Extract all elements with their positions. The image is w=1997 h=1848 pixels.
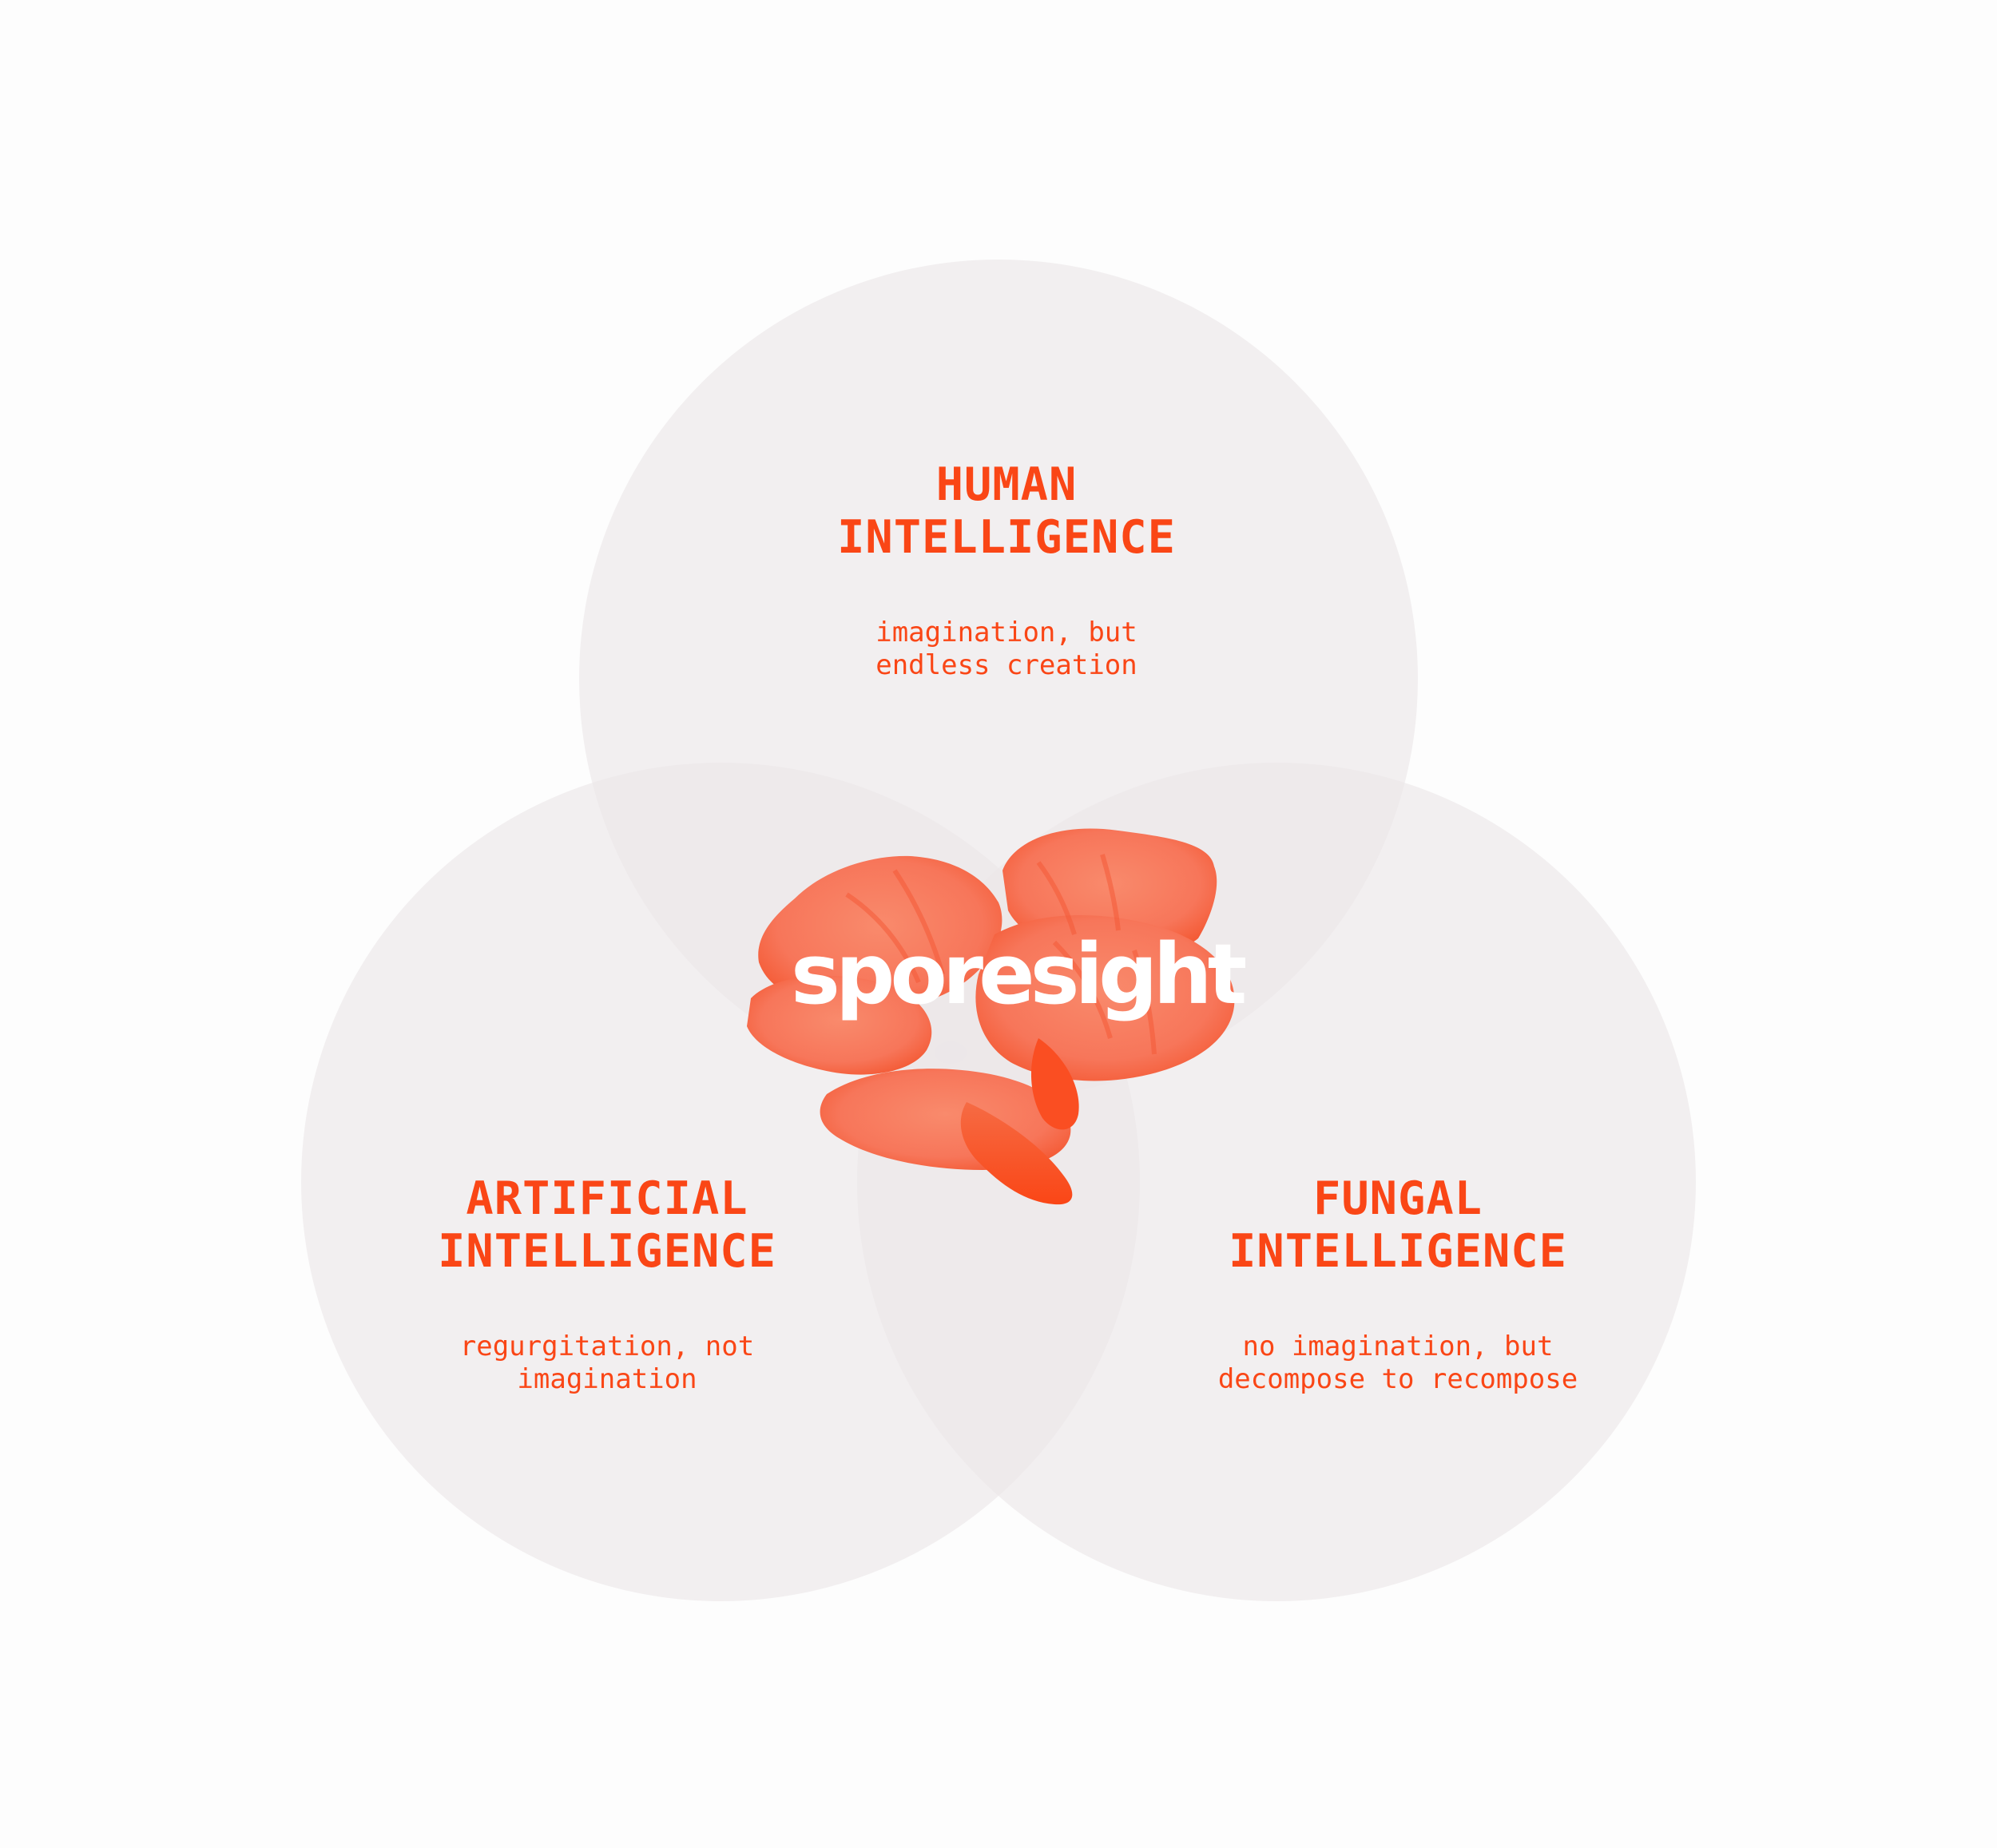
human-intelligence-title: HUMAN INTELLIGENCE (751, 458, 1262, 564)
fungal-desc-line-2: decompose to recompose (1217, 1363, 1578, 1395)
fungal-desc-line-1: no imagination, but (1242, 1330, 1554, 1362)
artificial-intelligence-description: regurgitation, not imagination (351, 1330, 863, 1396)
ai-title-line-1: ARTIFICIAL (466, 1172, 748, 1225)
ai-title-line-2: INTELLIGENCE (438, 1225, 776, 1278)
fungal-title-line-2: INTELLIGENCE (1229, 1225, 1567, 1278)
human-title-line-1: HUMAN (935, 458, 1078, 511)
fungal-intelligence-title: FUNGAL INTELLIGENCE (1142, 1172, 1654, 1278)
fungal-title-line-1: FUNGAL (1313, 1172, 1483, 1225)
fungal-intelligence-label: FUNGAL INTELLIGENCE no imagination, but … (1142, 1172, 1654, 1396)
human-desc-line-2: endless creation (875, 649, 1137, 681)
artificial-intelligence-title: ARTIFICIAL INTELLIGENCE (351, 1172, 863, 1278)
fungal-intelligence-description: no imagination, but decompose to recompo… (1142, 1330, 1654, 1396)
sporesight-logo: sporesight (791, 926, 1247, 1023)
human-title-line-2: INTELLIGENCE (837, 511, 1176, 564)
mushroom-illustration (747, 828, 1235, 1205)
human-intelligence-description: imagination, but endless creation (751, 617, 1262, 682)
ai-desc-line-2: imagination (517, 1363, 697, 1395)
ai-desc-line-1: regurgitation, not (459, 1330, 755, 1362)
artificial-intelligence-label: ARTIFICIAL INTELLIGENCE regurgitation, n… (351, 1172, 863, 1396)
human-desc-line-1: imagination, but (875, 617, 1137, 648)
human-intelligence-label: HUMAN INTELLIGENCE imagination, but endl… (751, 458, 1262, 682)
